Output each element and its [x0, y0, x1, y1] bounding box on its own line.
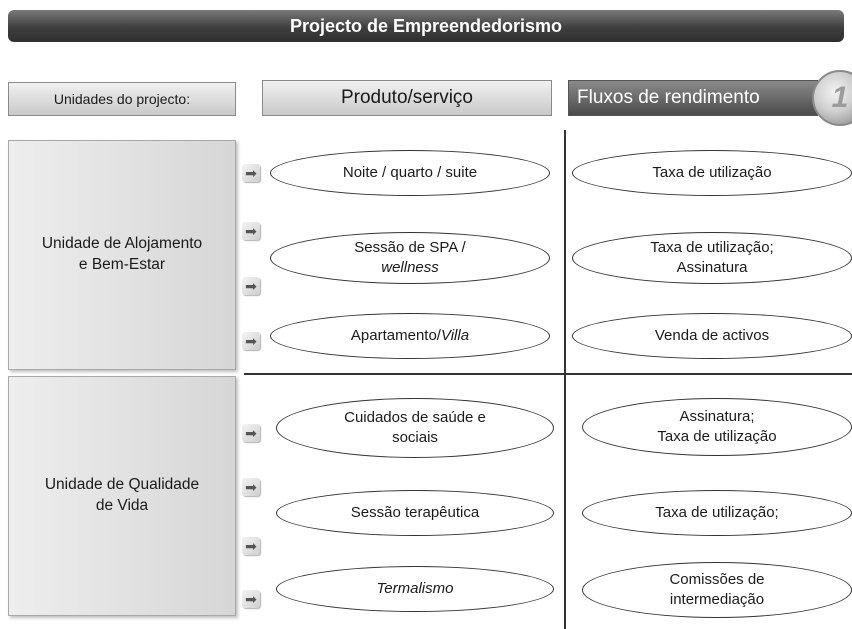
product-text-line2: sociais: [392, 429, 438, 446]
header-units: Unidades do projecto:: [8, 82, 236, 116]
product-oval: Noite / quarto / suite: [270, 150, 550, 196]
unit-name-line2: e Bem-Estar: [78, 256, 166, 273]
product-oval: Apartamento/Villa: [270, 313, 550, 359]
flow-text-line1: Comissões de: [669, 570, 765, 588]
unit-box-alojamento: Unidade de Alojamento e Bem-Estar: [8, 140, 236, 370]
product-text-line1: Sessão de SPA /: [354, 238, 466, 256]
product-text: Noite / quarto / suite: [342, 163, 478, 181]
product-text: Sessão terapêutica: [350, 503, 480, 521]
product-oval: Cuidados de saúde e sociais: [276, 398, 554, 458]
unit-name-line2: de Vida: [95, 497, 149, 514]
arrow-icon: ➡: [242, 590, 260, 608]
arrow-icon: ➡: [242, 222, 260, 240]
product-text: Apartamento/: [350, 326, 441, 344]
flow-oval: Taxa de utilização;: [582, 490, 852, 536]
product-text: Termalismo: [376, 579, 454, 597]
header-flows-label: Fluxos de rendimento: [577, 87, 760, 108]
flow-text-line2: intermediação: [669, 591, 765, 608]
flow-oval: Venda de activos: [572, 313, 852, 359]
flow-oval: Comissões de intermediação: [582, 562, 852, 618]
unit-box-qualidade-vida: Unidade de Qualidade de Vida: [8, 376, 236, 616]
vertical-divider: [564, 130, 566, 629]
product-oval: Sessão de SPA / wellness: [270, 232, 550, 284]
arrow-icon: ➡: [242, 478, 260, 496]
header-units-label: Unidades do projecto:: [53, 91, 191, 107]
unit-name-line1: Unidade de Qualidade: [44, 476, 200, 494]
arrow-icon: ➡: [242, 537, 260, 555]
flow-text-line1: Assinatura;: [679, 407, 755, 425]
flow-text-line2: Assinatura: [676, 259, 748, 276]
header-flows: Fluxos de rendimento: [568, 80, 818, 116]
flow-oval: Taxa de utilização: [572, 150, 852, 196]
arrow-icon: ➡: [242, 332, 260, 350]
flow-text: Venda de activos: [654, 326, 770, 344]
flow-oval: Assinatura; Taxa de utilização: [582, 398, 852, 456]
product-oval: Termalismo: [276, 566, 554, 612]
product-text-line1: Cuidados de saúde e: [344, 408, 486, 426]
unit-name-line1: Unidade de Alojamento: [41, 235, 203, 253]
euro-coin-icon: 1: [812, 70, 852, 126]
title-text: Projecto de Empreendedorismo: [289, 15, 563, 36]
page-title: Projecto de Empreendedorismo: [8, 10, 844, 42]
flow-text: Taxa de utilização;: [655, 503, 779, 521]
product-oval: Sessão terapêutica: [276, 490, 554, 536]
flow-text-line1: Taxa de utilização;: [650, 238, 774, 256]
header-product: Produto/serviço: [262, 80, 552, 116]
flow-text: Taxa de utilização: [652, 163, 772, 181]
product-text-line2: wellness: [381, 259, 439, 276]
arrow-icon: ➡: [242, 277, 260, 295]
product-text-italic: Villa: [440, 326, 470, 344]
header-product-label: Produto/serviço: [340, 87, 473, 108]
flow-oval: Taxa de utilização; Assinatura: [572, 232, 852, 284]
coin-label: 1: [831, 81, 849, 114]
flow-text-line2: Taxa de utilização: [657, 428, 777, 445]
horizontal-divider: [244, 373, 852, 375]
arrow-icon: ➡: [242, 164, 260, 182]
arrow-icon: ➡: [242, 424, 260, 442]
